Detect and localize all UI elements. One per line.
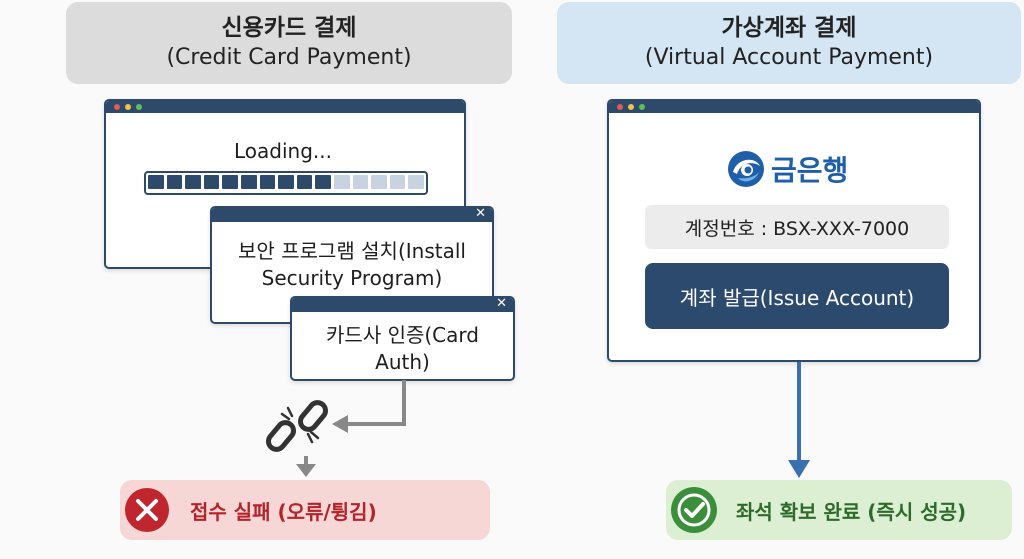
broken-link-icon bbox=[266, 400, 328, 452]
progress-segment-empty bbox=[352, 175, 369, 189]
bank-logo-icon bbox=[728, 151, 764, 187]
account-number-field: 계정번호 : BSX-XXX-7000 bbox=[645, 205, 949, 249]
progress-segment-filled bbox=[315, 175, 331, 189]
flow-arrow-left bbox=[332, 380, 406, 433]
virtual-account-header: 가상계좌 결제 (Virtual Account Payment) bbox=[557, 2, 1021, 84]
window-titlebar bbox=[106, 101, 464, 113]
window-dot-green bbox=[136, 104, 142, 110]
flow-arrow-down-right bbox=[788, 362, 810, 478]
card-auth-text: 카드사 인증(Card Auth) bbox=[326, 323, 479, 374]
fail-result-pill: 접수 실패 (오류/튕김) bbox=[120, 480, 490, 540]
progress-segment-filled bbox=[278, 175, 294, 189]
flow-arrow-down-left bbox=[296, 456, 316, 477]
popup-titlebar: ✕ bbox=[292, 298, 513, 312]
success-result-text: 좌석 확보 완료 (즉시 성공) bbox=[736, 499, 967, 524]
progress-segment-filled bbox=[166, 175, 183, 189]
window-dot-yellow bbox=[628, 104, 634, 110]
bank-name: 금은행 bbox=[771, 154, 849, 187]
credit-card-header: 신용카드 결제 (Credit Card Payment) bbox=[66, 2, 512, 84]
virtual-account-subtitle: (Virtual Account Payment) bbox=[644, 45, 934, 70]
virtual-account-title: 가상계좌 결제 bbox=[721, 15, 857, 41]
progress-segment-filled bbox=[203, 175, 220, 189]
progress-segment-filled bbox=[259, 175, 276, 189]
window-dot-yellow bbox=[125, 104, 131, 110]
bank-window: 금은행 계정번호 : BSX-XXX-7000 계좌 발급(Issue Acco… bbox=[607, 99, 981, 362]
progress-segment-filled bbox=[240, 175, 257, 189]
progress-segment-empty bbox=[408, 175, 424, 189]
account-number-text: 계정번호 : BSX-XXX-7000 bbox=[684, 217, 910, 240]
card-auth-popup: ✕ 카드사 인증(Card Auth) bbox=[290, 296, 515, 381]
fail-x-icon bbox=[125, 488, 169, 532]
progress-segment-empty bbox=[371, 175, 387, 189]
progress-bar bbox=[144, 171, 428, 195]
success-result-pill: 좌석 확보 완료 (즉시 성공) bbox=[666, 480, 1012, 540]
credit-card-subtitle: (Credit Card Payment) bbox=[166, 45, 412, 70]
progress-segment-filled bbox=[296, 175, 313, 189]
progress-segment-filled bbox=[222, 175, 238, 189]
bank-logo: 금은행 bbox=[727, 149, 848, 189]
progress-segment-filled bbox=[148, 175, 164, 189]
window-dot-red bbox=[114, 104, 120, 110]
progress-segment-filled bbox=[185, 175, 201, 189]
issue-account-button[interactable]: 계좌 발급(Issue Account) bbox=[645, 263, 949, 329]
popup-titlebar: ✕ bbox=[212, 208, 492, 222]
security-program-text: 보안 프로그램 설치(Install Security Program) bbox=[238, 239, 466, 290]
success-check-icon bbox=[671, 487, 717, 533]
loading-window: Loading... bbox=[104, 99, 466, 269]
progress-segment-empty bbox=[389, 175, 406, 189]
progress-segment-empty bbox=[333, 175, 350, 189]
close-icon[interactable]: ✕ bbox=[496, 296, 507, 311]
fail-result-text: 접수 실패 (오류/튕김) bbox=[190, 499, 377, 524]
credit-card-title: 신용카드 결제 bbox=[221, 15, 357, 41]
window-dot-red bbox=[617, 104, 623, 110]
window-titlebar bbox=[609, 101, 979, 113]
close-icon[interactable]: ✕ bbox=[475, 206, 486, 221]
issue-account-label: 계좌 발급(Issue Account) bbox=[679, 285, 915, 310]
window-dot-green bbox=[639, 104, 645, 110]
loading-label: Loading... bbox=[234, 139, 332, 163]
